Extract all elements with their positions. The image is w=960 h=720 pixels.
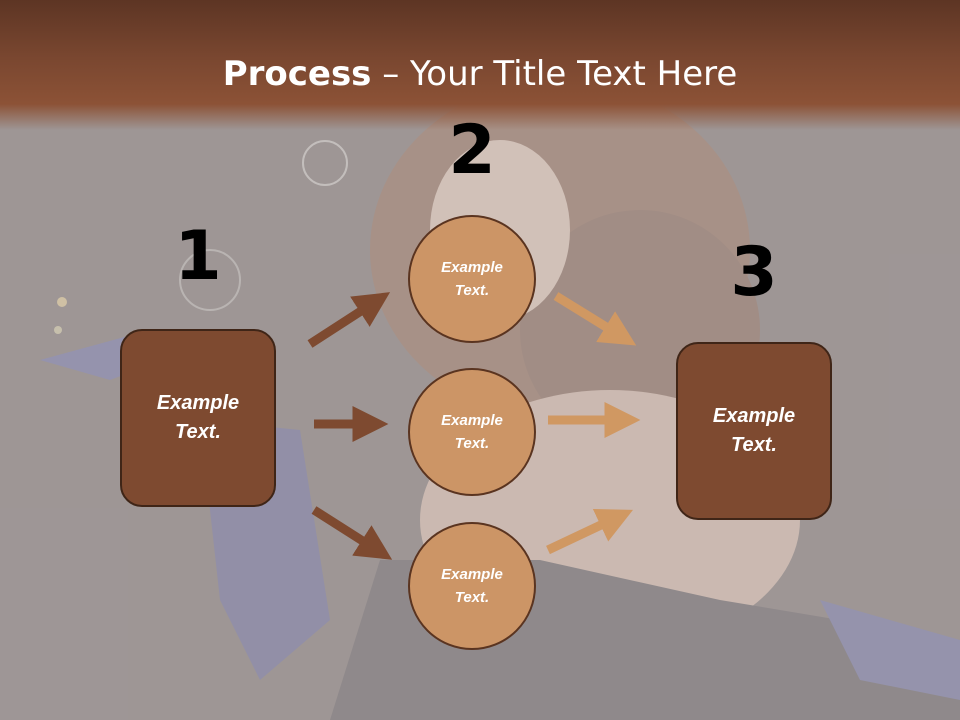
step-number-3: 3 [730, 233, 778, 312]
arrow-1-to-circle-bottom [311, 506, 393, 560]
step-1-box: Example Text. [120, 329, 276, 507]
arrow-circle-top-to-3 [553, 292, 637, 346]
step-3-label: Example Text. [712, 405, 796, 456]
step-1-label: Example Text. [156, 392, 240, 443]
title-rest: – Your Title Text Here [371, 54, 738, 94]
step-3-box: Example Text. [676, 342, 832, 520]
circle-middle: Example Text. [408, 368, 536, 496]
circle-middle-label: Example Text. [441, 412, 503, 452]
circle-top: Example Text. [408, 215, 536, 343]
step-number-1: 1 [174, 217, 222, 296]
step-number-2: 2 [448, 111, 496, 190]
circle-top-label: Example Text. [441, 259, 503, 299]
arrow-circle-bottom-to-3 [546, 508, 634, 555]
arrow-1-to-circle-top [307, 292, 391, 348]
slide-title: Process – Your Title Text Here [0, 52, 960, 96]
circle-bottom: Example Text. [408, 522, 536, 650]
circle-bottom-label: Example Text. [441, 566, 503, 606]
title-bar [0, 0, 960, 130]
title-bold: Process [222, 54, 372, 94]
